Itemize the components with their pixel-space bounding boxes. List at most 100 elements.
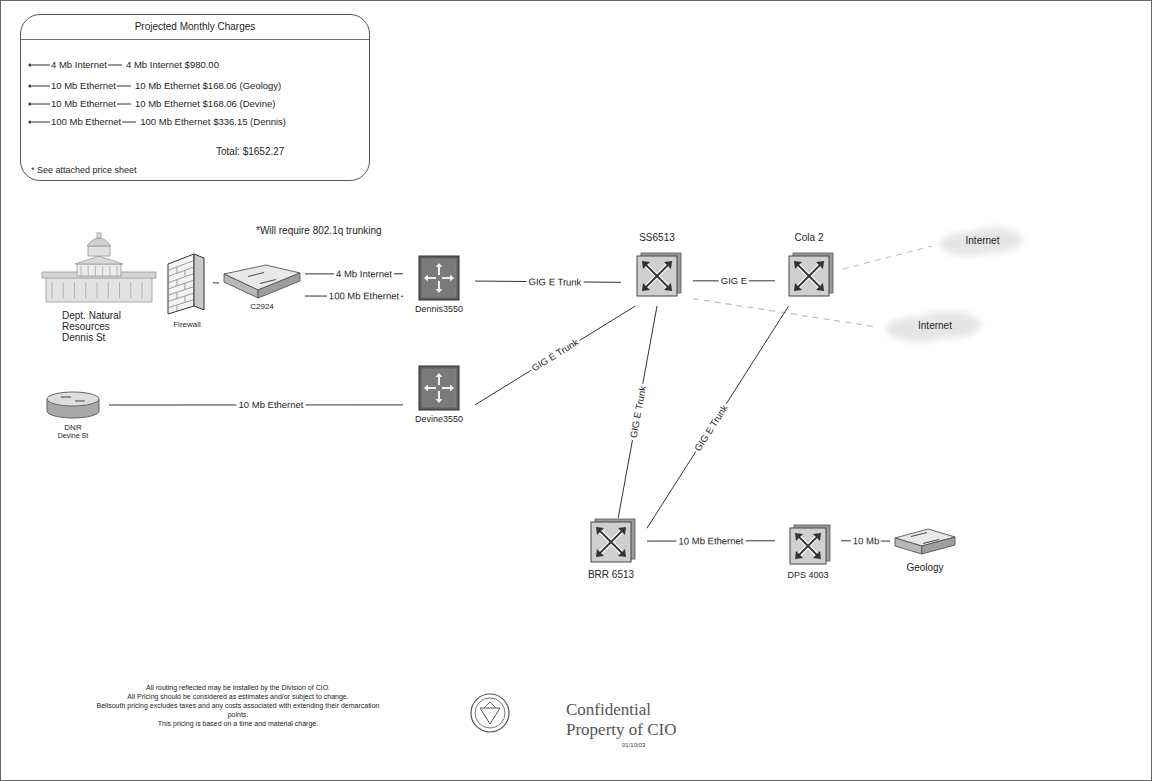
- panel-divider: [21, 39, 369, 40]
- label-stack: Internet: [877, 320, 993, 331]
- device-label: Geology: [906, 562, 943, 573]
- line-sample: [116, 100, 132, 108]
- link-label: 10 Mb Ethernet: [236, 399, 305, 410]
- device-label: Internet: [918, 320, 952, 331]
- line-sample: [27, 100, 51, 108]
- dashed-link: [693, 299, 877, 327]
- label-stack: BRR 6513: [575, 569, 647, 580]
- link-label: 4 Mb Internet: [334, 268, 394, 279]
- label-stack: Geology: [890, 562, 960, 573]
- label-stack: Internet: [932, 235, 1033, 246]
- device-label: Dept. Natural Resources Dennis St: [62, 310, 136, 343]
- flat-drawing: [222, 262, 302, 300]
- note-text: *Will require 802.1q trunking: [256, 225, 382, 236]
- device-label: C2924: [250, 302, 274, 311]
- footnote-text: * See attached price sheet: [31, 165, 137, 175]
- l3-drawing: [406, 256, 472, 302]
- label-stack: Dennis3550: [403, 304, 475, 314]
- link-label: 100 Mb Ethernet: [327, 290, 401, 302]
- flat-drawing: [893, 526, 957, 556]
- link-line: [618, 306, 657, 518]
- line-sample: [107, 61, 123, 69]
- core-switch: SS6513: [621, 232, 693, 306]
- line-sample: [27, 118, 51, 126]
- label-stack: Dept. Natural Resources Dennis St: [37, 310, 161, 343]
- link-line: [213, 282, 219, 283]
- footer-notes: All routing reflected may be installed b…: [88, 683, 388, 728]
- device-label: SS6513: [639, 232, 675, 243]
- legend-text: 10 Mb Ethernet: [51, 80, 116, 91]
- legend-text: 4 Mb Internet: [51, 59, 107, 70]
- legend-row: 4 Mb Internet 4 Mb Internet $980.00: [27, 59, 219, 70]
- l3-drawing: [406, 366, 472, 412]
- price-text: 10 Mb Ethernet $168.06 (Devine): [135, 98, 275, 109]
- big-drawing: [778, 250, 840, 302]
- label-stack: DNRDevine St: [37, 423, 109, 439]
- legend-text: 10 Mb Ethernet: [51, 98, 116, 109]
- price-text: 4 Mb Internet $980.00: [126, 59, 219, 70]
- link-label: GIG E Trunk: [528, 336, 582, 376]
- switch-icon: Geology: [890, 526, 960, 582]
- big-drawing: [778, 526, 838, 566]
- line-sample: [27, 82, 51, 90]
- label-stack: Devine3550: [403, 414, 475, 424]
- building-drawing: [40, 232, 158, 304]
- link-line: [475, 306, 635, 405]
- label-stack: Cola 2: [775, 232, 843, 243]
- legend-row: 100 Mb Ethernet 100 Mb Ethernet $336.15 (…: [27, 116, 286, 127]
- big-drawing: [624, 250, 690, 302]
- total-text: Total: $1652.27: [216, 146, 284, 157]
- device-label: Firewall: [173, 320, 201, 329]
- device-label: DNR: [64, 423, 81, 432]
- device-label: Dennis3550: [415, 304, 463, 314]
- label-stack: C2924: [219, 302, 305, 311]
- device-label: BRR 6513: [588, 569, 634, 580]
- firewall-drawing: [164, 250, 210, 316]
- building-icon: Dept. Natural Resources Dennis St: [37, 232, 161, 354]
- price-text: 10 Mb Ethernet $168.06 (Geology): [135, 80, 281, 91]
- router-icon: DNRDevine St: [37, 390, 109, 450]
- legend-row: 10 Mb Ethernet 10 Mb Ethernet $168.06 (De…: [27, 98, 275, 109]
- line-sample: [116, 82, 132, 90]
- link-label: 10 Mb: [850, 535, 880, 547]
- core-switch: DPS 4003: [775, 524, 841, 586]
- panel-heading: Projected Monthly Charges: [21, 21, 369, 32]
- internet-cloud: Internet: [932, 222, 1033, 262]
- date-text: 01/10/03: [622, 742, 645, 748]
- footer-note: This pricing is based on a time and mate…: [88, 719, 388, 728]
- link-line: [647, 306, 789, 528]
- device-label: Devine3550: [415, 414, 463, 424]
- link-label: GIG E Trunk: [691, 401, 731, 455]
- layer3-switch: Devine3550: [403, 364, 475, 430]
- device-label: Internet: [966, 235, 1000, 246]
- seal-emblem: [471, 694, 509, 732]
- legend-text: 100 Mb Ethernet: [51, 116, 121, 127]
- layer3-switch: Dennis3550: [403, 254, 475, 320]
- line-sample: [121, 118, 137, 126]
- link-label: GIG E Trunk: [527, 276, 584, 288]
- label-stack: DPS 4003: [775, 570, 841, 580]
- internet-cloud: Internet: [877, 306, 993, 348]
- label-stack: SS6513: [621, 232, 693, 243]
- switch-icon: C2924: [219, 262, 305, 316]
- price-text: 100 Mb Ethernet $336.15 (Dennis): [140, 116, 286, 127]
- label-stack: Firewall: [161, 320, 213, 329]
- dashed-link: [843, 246, 932, 269]
- footer-note: All Pricing should be considered as esti…: [88, 692, 388, 701]
- core-switch: Cola 2: [775, 232, 843, 306]
- confidential-mark: Confidential Property of CIO: [566, 700, 694, 740]
- charges-panel: Projected Monthly Charges * See attached …: [20, 14, 370, 181]
- line-sample: [27, 61, 51, 69]
- link-label: GIG E: [719, 275, 749, 286]
- big-drawing: [578, 518, 644, 566]
- footer-note: All routing reflected may be installed b…: [88, 683, 388, 692]
- device-label: DPS 4003: [787, 570, 828, 580]
- firewall-icon: Firewall: [161, 250, 213, 334]
- puck-drawing: [40, 390, 106, 420]
- core-switch: BRR 6513: [575, 518, 647, 586]
- link-label: 10 Mb Ethernet: [676, 535, 745, 547]
- device-label: Cola 2: [795, 232, 824, 243]
- link-label: GIG E Trunk: [627, 383, 648, 441]
